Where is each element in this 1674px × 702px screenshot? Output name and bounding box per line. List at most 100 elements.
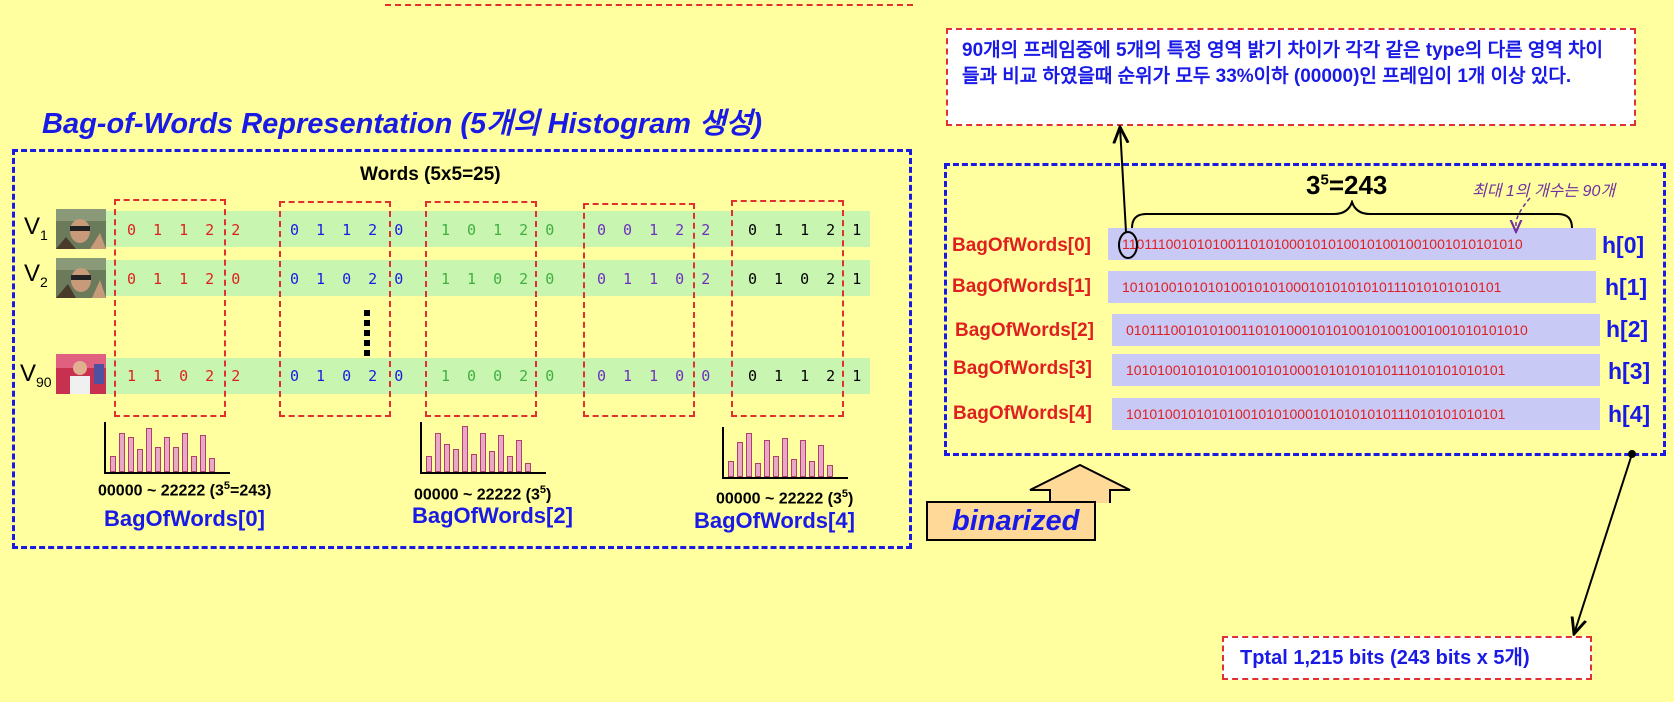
- histogram-range-0: 00000 ~ 22222 (35=243): [98, 480, 272, 500]
- word-value: 0 1 1 2 2: [127, 221, 245, 239]
- histogram-name-0: BagOfWords[0]: [104, 506, 265, 531]
- histogram-bar: [764, 440, 770, 477]
- histogram-bar: [200, 435, 206, 472]
- histogram-bar: [773, 456, 779, 477]
- binarized-up-arrow: [1029, 463, 1131, 503]
- histogram-bar: [110, 456, 116, 472]
- histogram-bar: [818, 445, 824, 477]
- video-label-v2: V2: [24, 260, 48, 290]
- histogram-bar: [746, 433, 752, 477]
- bits-formula: 35=243: [1306, 170, 1388, 200]
- word-value: 0 1 1 2 0: [127, 270, 245, 288]
- histogram-bar: [119, 433, 125, 472]
- histogram-bar: [444, 444, 450, 472]
- hash-label-0: h[0]: [1602, 232, 1645, 258]
- histogram-bar: [480, 433, 486, 472]
- video-label-v90: V90: [20, 360, 52, 390]
- histogram-2: [420, 420, 546, 476]
- histogram-bar: [516, 440, 522, 472]
- top-partial-box: [385, 0, 913, 6]
- words-label: Words (5x5=25): [360, 164, 501, 185]
- histogram-bar: [209, 458, 215, 472]
- word-value: 0 1 1 2 0: [290, 221, 408, 239]
- histogram-bar: [173, 447, 179, 472]
- video-label-v1: V1: [24, 213, 48, 243]
- word-column-3: [583, 203, 695, 417]
- video-thumbnail-v2: [56, 258, 106, 298]
- row-band-v1: [106, 211, 870, 247]
- histogram-bar: [827, 465, 833, 477]
- word-value: 0 1 1 0 0: [597, 367, 715, 385]
- histogram-4: [722, 425, 848, 481]
- word-column-4: [731, 200, 844, 417]
- binarized-label: binarized: [926, 501, 1096, 541]
- bow-row-label-1: BagOfWords[1]: [952, 276, 1091, 297]
- word-column-0: [114, 199, 226, 417]
- bits-row-1: 1010100101010100101010001010101010111010…: [1108, 271, 1596, 303]
- brace-icon: [1131, 200, 1573, 229]
- video-thumbnail-v1: [56, 209, 106, 249]
- bow-row-label-3: BagOfWords[3]: [953, 358, 1092, 379]
- histogram-bar: [137, 449, 143, 472]
- word-value: 0 1 0 2 1: [748, 270, 866, 288]
- histogram-bar: [164, 437, 170, 472]
- histogram-range-4: 00000 ~ 22222 (35): [716, 488, 854, 508]
- bow-representation-panel: [12, 149, 912, 549]
- row-band-v90: [106, 358, 870, 394]
- histogram-bar: [728, 461, 734, 477]
- bow-row-label-4: BagOfWords[4]: [953, 403, 1092, 424]
- histogram-bar: [737, 442, 743, 477]
- histogram-bar: [155, 447, 161, 472]
- page-title: Bag-of-Words Representation (5개의 Histogr…: [42, 108, 763, 140]
- word-value: 0 1 0 2 0: [290, 367, 408, 385]
- hash-label-4: h[4]: [1608, 401, 1651, 427]
- histogram-bar: [471, 454, 477, 472]
- histogram-y-axis: [104, 422, 106, 472]
- histogram-0: [104, 420, 230, 476]
- histogram-x-axis: [722, 477, 848, 479]
- histogram-bar: [489, 451, 495, 472]
- histogram-bar: [800, 440, 806, 477]
- histogram-bar: [791, 459, 797, 477]
- bits-row-3: 1010100101010100101010001010101010111010…: [1112, 354, 1600, 386]
- histogram-x-axis: [104, 472, 230, 474]
- histogram-y-axis: [420, 422, 422, 472]
- word-value: 0 1 1 0 2: [597, 270, 715, 288]
- histogram-x-axis: [420, 472, 546, 474]
- word-value: 0 1 1 2 1: [748, 221, 866, 239]
- bits-row-4: 1010100101010100101010001010101010111010…: [1112, 398, 1600, 430]
- histogram-bar: [462, 426, 468, 472]
- histogram-bar: [755, 463, 761, 477]
- word-value: 1 0 1 2 0: [441, 221, 559, 239]
- word-column-2: [425, 201, 537, 417]
- binarized-panel: [944, 163, 1666, 456]
- row-band-v2: [106, 260, 870, 296]
- histogram-bar: [498, 435, 504, 472]
- bits-row-0: 1101110010101001101010001010100101001001…: [1108, 228, 1596, 260]
- histogram-bar: [146, 428, 152, 472]
- bow-row-label-2: BagOfWords[2]: [955, 320, 1094, 341]
- histogram-bar: [182, 433, 188, 472]
- hash-label-3: h[3]: [1608, 358, 1651, 384]
- hash-label-1: h[1]: [1605, 274, 1648, 300]
- word-value: 1 1 0 2 2: [127, 367, 245, 385]
- histogram-name-4: BagOfWords[4]: [694, 508, 855, 533]
- word-value: 1 1 0 2 0: [441, 270, 559, 288]
- word-column-1: [279, 201, 391, 417]
- histogram-bar: [809, 461, 815, 477]
- histogram-bar: [191, 456, 197, 472]
- word-value: 0 1 0 2 0: [290, 270, 408, 288]
- word-value: 0 0 1 2 2: [597, 221, 715, 239]
- total-arrow: [1574, 453, 1633, 634]
- max-ones-note: 최대 1의 개수는 90개: [1472, 183, 1616, 200]
- histogram-bar: [507, 456, 513, 472]
- bow-row-label-0: BagOfWords[0]: [952, 235, 1091, 256]
- word-value: 0 1 1 2 1: [748, 367, 866, 385]
- explanation-note: 90개의 프레임중에 5개의 특정 영역 밝기 차이가 각각 같은 type의 …: [946, 28, 1636, 126]
- histogram-y-axis: [722, 427, 724, 477]
- histogram-range-2: 00000 ~ 22222 (35): [414, 484, 552, 504]
- video-thumbnail-v90: [56, 354, 106, 394]
- bits-row-2: 0101110010101001101010001010100101001001…: [1112, 314, 1600, 346]
- hash-label-2: h[2]: [1606, 316, 1649, 342]
- histogram-bar: [782, 438, 788, 477]
